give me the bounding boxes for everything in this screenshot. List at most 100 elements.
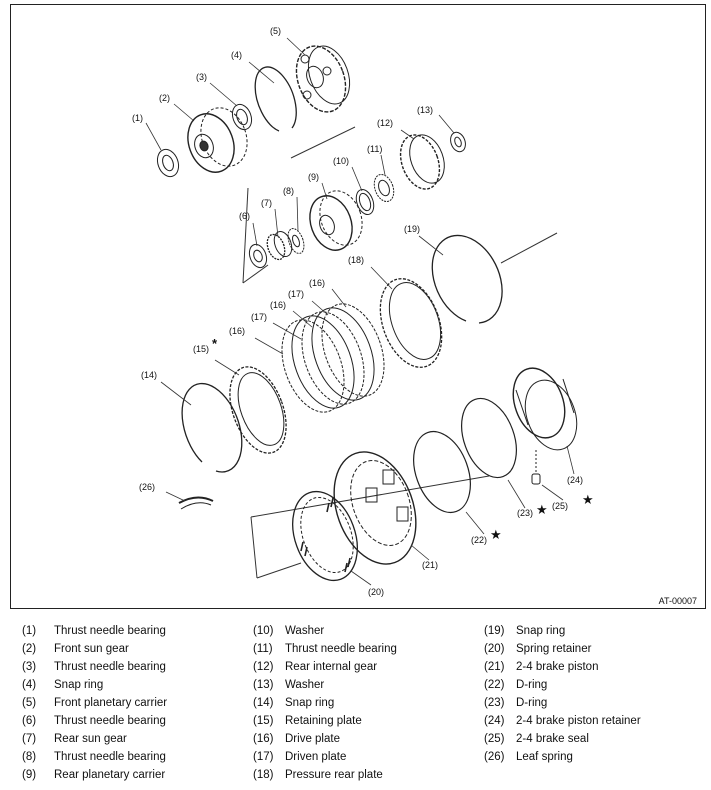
legend-number: (26) <box>484 751 505 763</box>
boundary-line <box>500 232 558 264</box>
callout-label: (24) <box>567 475 583 485</box>
legend-number: (4) <box>22 679 37 691</box>
legend-number: (5) <box>22 697 37 709</box>
leader-line <box>286 37 306 56</box>
part-3-thrust-needle-bearing <box>231 103 253 131</box>
parts-legend: (1) Thrust needle bearing (2) Front sun ge… <box>22 622 702 782</box>
callout-labels: (1) (2) (3) (4) (5) (6) (7) (8) (9) (10)… <box>132 26 583 597</box>
star-mark: ★ <box>490 527 502 542</box>
diagram-frame: (1) (2) (3) (4) (5) (6) (7) (8) (9) (10)… <box>10 4 706 609</box>
callout-label: (6) <box>239 211 250 221</box>
leader-line <box>410 544 430 561</box>
legend-label: Thrust needle bearing <box>54 661 166 673</box>
part-21-brake-piston <box>333 451 417 565</box>
callout-label: (12) <box>377 118 393 128</box>
callout-label: (8) <box>283 186 294 196</box>
callout-label: (25) <box>552 501 568 511</box>
legend-label: Thrust needle bearing <box>54 751 166 763</box>
leader-line <box>331 288 347 308</box>
part-14-snap-ring <box>181 382 243 473</box>
legend-item: (7)Rear sun gear <box>22 730 252 748</box>
callout-label: (16) <box>309 278 325 288</box>
legend-item: (18)Pressure rear plate <box>253 766 483 784</box>
leader-line <box>438 114 455 134</box>
leader-line <box>400 129 415 140</box>
leader-line <box>160 381 192 406</box>
legend-number: (17) <box>253 751 274 763</box>
boundary-line <box>250 516 258 579</box>
part-20-spring-retainer <box>292 490 358 582</box>
legend-label: D-ring <box>516 679 548 691</box>
callout-label: (13) <box>417 105 433 115</box>
exploded-view-diagram: (1) (2) (3) (4) (5) (6) (7) (8) (9) (10)… <box>132 26 594 597</box>
legend-label: Snap ring <box>285 697 335 709</box>
leader-line <box>214 359 240 376</box>
legend-item: (24)2-4 brake piston retainer <box>484 712 711 730</box>
part-19-snap-ring <box>431 234 503 324</box>
legend-label: Washer <box>285 679 325 691</box>
callout-label: (2) <box>159 93 170 103</box>
legend-number: (12) <box>253 661 274 673</box>
legend-label: Retaining plate <box>285 715 362 727</box>
legend-item: (19)Snap ring <box>484 622 711 640</box>
parts-16-17-clutch-plate-stack <box>281 303 385 413</box>
legend-label: Pressure rear plate <box>285 769 383 781</box>
leader-line <box>173 103 195 122</box>
part-24-brake-piston-retainer <box>512 367 578 451</box>
leader-line <box>248 61 275 84</box>
leader-line <box>507 479 526 509</box>
figure-code: AT-00007 <box>658 596 697 606</box>
legend-number: (9) <box>22 769 37 781</box>
leader-line <box>380 154 386 176</box>
callout-label: (5) <box>270 26 281 36</box>
legend-label: 2-4 brake seal <box>516 733 589 745</box>
part-22-d-ring <box>413 430 471 514</box>
legend-item: (17) Driven plate <box>253 748 483 766</box>
legend-item: (22) D-ring <box>484 676 711 694</box>
part-4-snap-ring <box>254 66 297 132</box>
legend-number: (7) <box>22 733 37 745</box>
legend-item: (3) Thrust needle bearing <box>22 658 252 676</box>
legend-number: (10) <box>253 625 274 637</box>
leader-lines <box>145 37 575 586</box>
part-18-pressure-rear-plate <box>379 278 443 368</box>
part-8-thrust-needle-bearing <box>287 228 305 254</box>
legend-label: 2-4 brake piston <box>516 661 599 673</box>
legend-label: Front planetary carrier <box>54 697 168 709</box>
part-1-thrust-needle-bearing <box>156 148 180 178</box>
callout-label: (18) <box>348 255 364 265</box>
legend-number: (19) <box>484 625 505 637</box>
callout-label: (10) <box>333 156 349 166</box>
legend-item: (25) 2-4 brake seal <box>484 730 711 748</box>
part-5-front-planetary-carrier <box>295 45 351 113</box>
callout-label: (26) <box>139 482 155 492</box>
callout-label: (21) <box>422 560 438 570</box>
leader-line <box>254 337 284 355</box>
legend-item: (20)Spring retainer <box>484 640 711 658</box>
boundary-line <box>242 187 249 284</box>
legend-number: (25) <box>484 733 505 745</box>
leader-line <box>252 222 258 247</box>
legend-label: Front sun gear <box>54 643 129 655</box>
legend-column: (10)Washer (11)Thrust needle bearing (12… <box>253 622 483 784</box>
legend-number: (1) <box>22 625 37 637</box>
legend-label: Driven plate <box>285 751 347 763</box>
leader-line <box>296 196 299 232</box>
callout-label: (7) <box>261 198 272 208</box>
legend-item: (6)Thrust needle bearing <box>22 712 252 730</box>
callout-label: (20) <box>368 587 384 597</box>
legend-number: (14) <box>253 697 274 709</box>
legend-item: (21)2-4 brake piston <box>484 658 711 676</box>
legend-column: (1) Thrust needle bearing (2) Front sun ge… <box>22 622 252 784</box>
callout-label: (16) <box>229 326 245 336</box>
leader-line <box>311 300 329 316</box>
legend-label: Rear planetary carrier <box>54 769 166 781</box>
leader-line <box>418 235 444 256</box>
legend-number: (6) <box>22 715 37 727</box>
legend-item: (23)D-ring <box>484 694 711 712</box>
legend-number: (13) <box>253 679 274 691</box>
leader-line <box>465 511 485 535</box>
legend-number: (3) <box>22 661 37 673</box>
legend-number: (22) <box>484 679 505 691</box>
legend-number: (2) <box>22 643 37 655</box>
